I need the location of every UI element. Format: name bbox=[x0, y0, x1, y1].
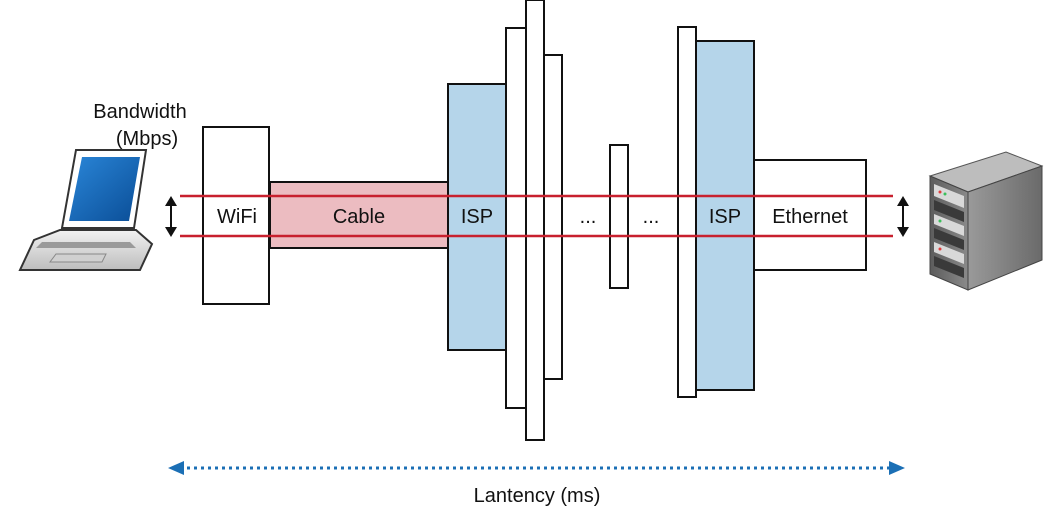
router-panel bbox=[525, 0, 545, 441]
ellipsis-right-label: ... bbox=[643, 206, 660, 228]
latency-label: Lantency (ms) bbox=[474, 485, 601, 507]
ellipsis-left-label: ... bbox=[580, 206, 597, 228]
cable-label: Cable bbox=[333, 206, 385, 228]
isp-left-label: ISP bbox=[461, 206, 493, 228]
wifi-segment bbox=[202, 126, 270, 305]
server-icon bbox=[928, 151, 1044, 291]
router-panel bbox=[505, 27, 527, 409]
router-panel bbox=[609, 144, 629, 289]
ethernet-segment bbox=[753, 159, 867, 271]
ethernet-label: Ethernet bbox=[772, 206, 848, 228]
bandwidth-label-line1: Bandwidth bbox=[93, 101, 186, 123]
double-arrow-vertical-icon bbox=[165, 196, 177, 237]
router-panel bbox=[543, 54, 563, 380]
wifi-label: WiFi bbox=[217, 206, 257, 228]
router-panel bbox=[677, 26, 697, 398]
bandwidth-label-line2: (Mbps) bbox=[116, 128, 178, 150]
laptop-icon bbox=[18, 149, 154, 271]
isp-right-label: ISP bbox=[709, 206, 741, 228]
double-arrow-vertical-icon bbox=[897, 196, 909, 237]
double-arrow-horizontal-icon bbox=[168, 461, 905, 475]
